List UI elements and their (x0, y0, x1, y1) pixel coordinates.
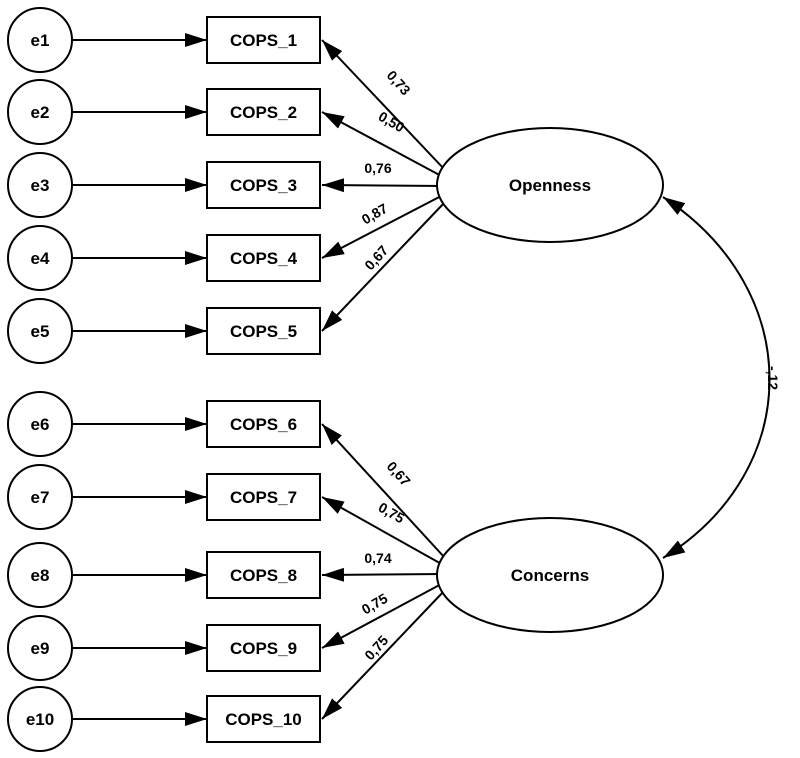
loading-path-10 (321, 589, 446, 720)
indicator-box-4 (206, 234, 321, 282)
error-label-8: e8 (31, 566, 50, 585)
loading-label-5: 0,67 (361, 242, 391, 273)
indicator-box-3 (206, 161, 321, 209)
error-node-6 (7, 391, 73, 457)
loading-path-2 (321, 111, 446, 179)
error-node-1 (7, 7, 73, 73)
factor-label-concerns: Concerns (511, 566, 589, 585)
loading-label-6: 0,67 (384, 458, 414, 489)
indicator-box-8 (206, 551, 321, 599)
error-node-7 (7, 464, 73, 530)
indicator-label-2: COPS_2 (230, 103, 297, 122)
loading-label-1: 0,73 (384, 67, 414, 98)
error-label-2: e2 (31, 103, 50, 122)
loading-label-3: 0,76 (364, 160, 391, 176)
indicator-box-10 (206, 695, 321, 743)
error-label-5: e5 (31, 322, 50, 341)
error-label-9: e9 (31, 639, 50, 658)
loading-path-4 (321, 193, 446, 259)
loading-path-1 (321, 39, 446, 171)
indicator-label-1: COPS_1 (230, 31, 297, 50)
error-label-7: e7 (31, 488, 50, 507)
loading-label-7: 0,75 (376, 499, 408, 527)
error-label-6: e6 (31, 415, 50, 434)
indicator-box-6 (206, 400, 321, 448)
factor-node-concerns (436, 517, 664, 633)
error-node-4 (7, 225, 73, 291)
indicator-box-7 (206, 473, 321, 521)
indicator-label-9: COPS_9 (230, 639, 297, 658)
indicator-label-8: COPS_8 (230, 566, 297, 585)
error-node-9 (7, 615, 73, 681)
error-node-8 (7, 542, 73, 608)
loading-path-7 (321, 496, 446, 567)
loading-path-8 (321, 567, 446, 582)
indicator-box-1 (206, 16, 321, 64)
indicator-box-9 (206, 624, 321, 672)
factor-label-openness: Openness (509, 176, 591, 195)
loading-path-6 (321, 423, 446, 559)
error-label-1: e1 (31, 31, 50, 50)
indicator-box-2 (206, 88, 321, 136)
factor-node-openness (436, 127, 664, 243)
error-label-10: e10 (26, 710, 54, 729)
indicator-label-7: COPS_7 (230, 488, 297, 507)
loading-label-10: 0,75 (361, 632, 391, 663)
error-node-10 (7, 686, 73, 752)
indicator-label-10: COPS_10 (225, 710, 302, 729)
error-node-5 (7, 298, 73, 364)
loading-label-8: 0,74 (364, 550, 391, 566)
error-label-4: e4 (31, 249, 50, 268)
indicator-label-4: COPS_4 (230, 249, 298, 268)
indicator-label-6: COPS_6 (230, 415, 297, 434)
indicator-box-5 (206, 307, 321, 355)
factor-correlation-label: -,12 (765, 366, 781, 390)
loading-path-5 (321, 201, 446, 332)
factor-correlation-path (662, 196, 771, 559)
error-node-2 (7, 79, 73, 145)
loading-label-2: 0,50 (376, 108, 408, 136)
error-label-3: e3 (31, 176, 50, 195)
loading-label-4: 0,87 (359, 200, 391, 228)
indicator-label-3: COPS_3 (230, 176, 297, 195)
loading-path-3 (321, 178, 446, 193)
indicator-label-5: COPS_5 (230, 322, 297, 341)
loading-path-9 (321, 581, 446, 649)
error-node-3 (7, 152, 73, 218)
